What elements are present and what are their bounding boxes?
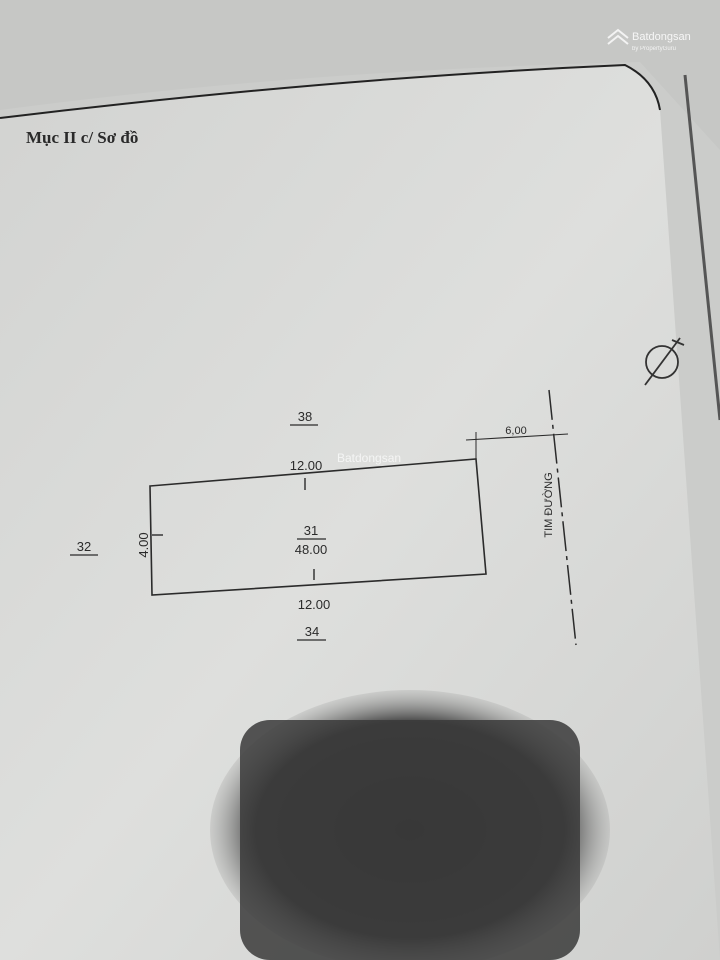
parcel-area: 48.00 (295, 542, 328, 557)
section-title: Mục II c/ Sơ đồ (26, 128, 139, 147)
neighbor-top: 38 (298, 409, 312, 424)
top-edge-length: 12.00 (290, 458, 323, 473)
neighbor-bottom: 34 (305, 624, 319, 639)
batdongsan-logo-icon (607, 28, 629, 45)
left-edge-length: 4.00 (136, 532, 151, 557)
neighbor-left: 32 (77, 539, 91, 554)
north-arrow-icon (644, 337, 685, 386)
next-page-edge (683, 74, 720, 421)
watermark-center: Batdongsan (337, 451, 401, 465)
parcel-boundary (149, 458, 487, 596)
page-edge (0, 63, 661, 119)
road-centerline (548, 389, 577, 646)
road-setback: 6,00 (505, 425, 526, 437)
watermark-sub: by PropertyGuru (632, 46, 676, 52)
road-label: TIM ĐƯỜNG (542, 472, 555, 537)
bottom-edge-length: 12.00 (298, 597, 331, 612)
parcel-number: 31 (304, 523, 318, 538)
watermark-brand: Batdongsan (632, 31, 691, 43)
